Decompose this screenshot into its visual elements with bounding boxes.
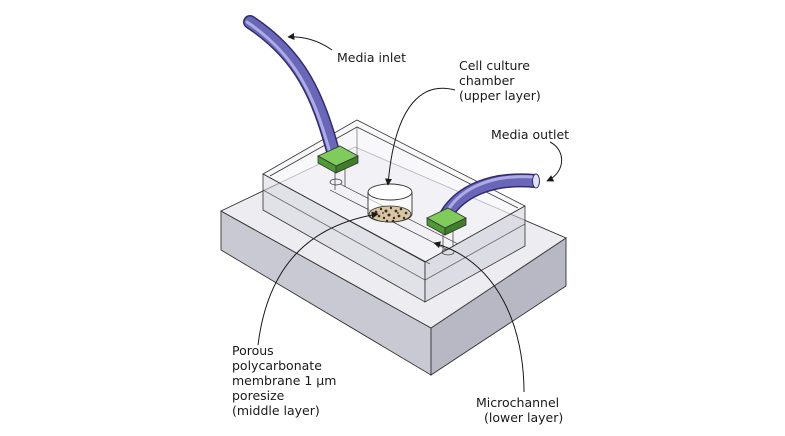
outlet-connector (426, 207, 467, 236)
cell-culture-chamber-label: Cell culture chamber (upper layer) (459, 58, 541, 103)
membrane-arrow (257, 211, 379, 346)
media-inlet-label: Media inlet (337, 50, 406, 65)
media-outlet-label: Media outlet (491, 127, 570, 142)
membrane-label: Porous polycarbonate membrane 1 μm pores… (232, 343, 337, 418)
inlet-tube (243, 15, 341, 162)
chamber-arrow (385, 87, 456, 186)
porous-membrane (368, 205, 412, 223)
media-inlet-arrow (287, 33, 333, 51)
microchannel-arrow (433, 241, 525, 393)
leader-arrows (257, 33, 563, 393)
media-outlet-arrow (546, 141, 563, 182)
microchannel-label: Microchannel (lower layer) (476, 395, 564, 425)
inlet-connector (317, 145, 359, 174)
outlet-tube (440, 173, 540, 219)
